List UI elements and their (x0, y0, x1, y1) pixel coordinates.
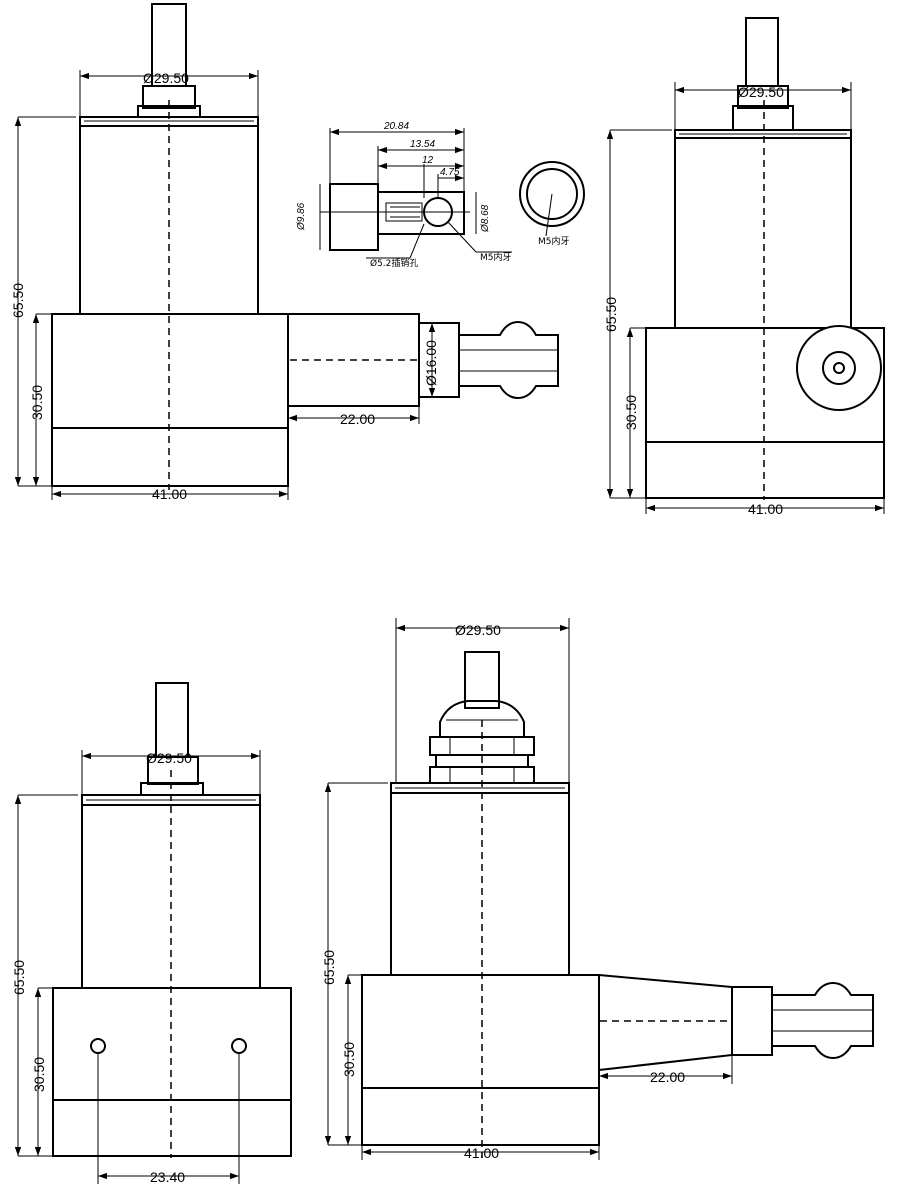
cap-diameter-label: Ø29.50 (143, 70, 189, 86)
width-label: 41.00 (152, 486, 187, 502)
detail-length-2: 13.54 (410, 139, 435, 150)
side-view-top-right: Ø29.50 65.50 30.50 41.00 (603, 17, 885, 517)
thread-note: M5内牙 (480, 251, 512, 263)
cap-diameter-label: Ø29.50 (738, 84, 784, 100)
total-height-label: 65.50 (321, 950, 337, 985)
connector-detail: 20.84 13.54 12 4.75 Ø9.86 Ø8.68 Ø5.2插销孔 … (296, 121, 585, 269)
end-thread-note: M5内牙 (538, 235, 570, 247)
side-length-label: 22.00 (340, 411, 375, 427)
rear-view-bottom-left: Ø29.50 65.50 30.50 23.40 (11, 682, 292, 1185)
base-height-label: 30.50 (29, 385, 45, 420)
detail-length-3: 12 (422, 155, 434, 166)
total-height-label: 65.50 (603, 297, 619, 332)
side-diameter-label: Ø16.00 (423, 340, 439, 386)
hole-spacing-label: 23.40 (150, 1169, 185, 1185)
total-height-label: 65.50 (11, 960, 27, 995)
detail-diameter-left: Ø9.86 (296, 202, 307, 231)
base-height-label: 30.50 (623, 395, 639, 430)
base-height-label: 30.50 (31, 1057, 47, 1092)
width-label: 41.00 (748, 501, 783, 517)
front-view-top-left: Ø29.50 65.50 30.50 41.00 Ø16.00 22.00 (10, 3, 559, 502)
detail-length-1: 20.84 (383, 121, 409, 132)
base-height-label: 30.50 (341, 1042, 357, 1077)
front-view-bottom-right: Ø29.50 65.50 30.50 41.00 22.00 (321, 618, 874, 1161)
total-height-label: 65.50 (10, 283, 26, 318)
cap-diameter-label: Ø29.50 (146, 750, 192, 766)
detail-diameter-right: Ø8.68 (480, 204, 491, 233)
cap-diameter-label: Ø29.50 (455, 622, 501, 638)
pin-hole-note: Ø5.2插销孔 (370, 257, 418, 269)
side-length-label: 22.00 (650, 1069, 685, 1085)
width-label: 41.00 (464, 1145, 499, 1161)
detail-length-4: 4.75 (440, 167, 460, 178)
